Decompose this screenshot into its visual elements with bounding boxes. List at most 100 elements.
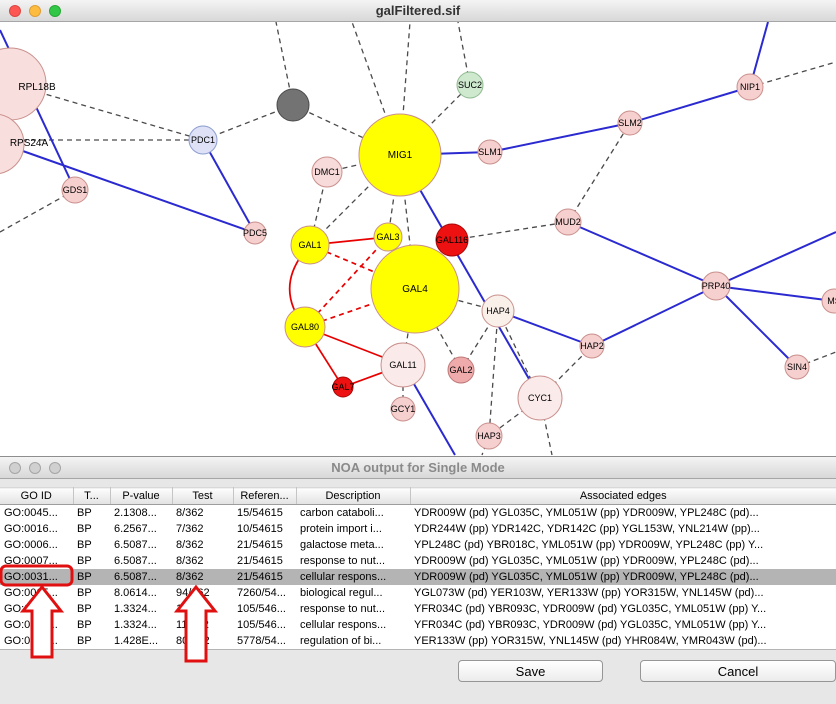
network-edge[interactable] <box>399 154 541 399</box>
node-unnamed[interactable] <box>276 88 310 122</box>
zoom-button[interactable] <box>49 461 61 474</box>
cell-description: cellular respons... <box>296 616 410 633</box>
network-edge[interactable] <box>37 91 204 141</box>
node-MS[interactable] <box>821 288 836 314</box>
column-header[interactable]: Test <box>172 487 234 505</box>
node-GAL11[interactable] <box>380 342 426 388</box>
network-edge[interactable] <box>567 221 717 287</box>
node-PDC1[interactable] <box>188 125 218 155</box>
network-edge[interactable] <box>489 122 631 153</box>
network-edge[interactable] <box>202 104 294 141</box>
node-HAP3[interactable] <box>475 422 503 450</box>
save-button[interactable]: Save <box>458 660 603 682</box>
network-edge[interactable] <box>497 310 541 399</box>
node-MUD2[interactable] <box>554 208 582 236</box>
node-label: RPS24A <box>10 138 49 149</box>
column-header[interactable]: Description <box>296 487 411 505</box>
node-CYC1[interactable] <box>517 375 563 421</box>
node-label: SUC2 <box>458 80 482 90</box>
network-edge[interactable] <box>567 122 631 223</box>
close-button[interactable] <box>9 4 21 17</box>
network-window-title: galFiltered.sif <box>375 3 461 18</box>
network-edge[interactable] <box>715 285 835 302</box>
network-edge[interactable] <box>292 104 401 156</box>
node-GCY1[interactable] <box>390 396 416 422</box>
network-edge[interactable] <box>591 285 717 347</box>
node-label: PDC5 <box>243 228 267 238</box>
cell-p_value: 8.0614... <box>110 584 172 601</box>
zoom-button[interactable] <box>49 4 61 17</box>
node-GAL1[interactable] <box>290 225 330 265</box>
column-header[interactable]: Associated edges <box>410 487 836 505</box>
network-window-titlebar[interactable]: galFiltered.sif <box>0 0 836 22</box>
node-PDC5[interactable] <box>243 221 267 245</box>
node-GAL4[interactable] <box>370 244 460 334</box>
column-header[interactable]: P-value <box>110 487 173 505</box>
node-GAL7[interactable] <box>332 376 354 398</box>
column-header[interactable]: T... <box>73 487 111 505</box>
node-GAL80[interactable] <box>284 306 326 348</box>
node-GAL116[interactable] <box>435 223 469 257</box>
network-edge[interactable] <box>351 22 401 156</box>
node-RPS24A[interactable] <box>0 114 25 174</box>
minimize-button[interactable] <box>29 461 41 474</box>
cell-type: BP <box>73 632 110 649</box>
network-edge[interactable] <box>488 310 499 437</box>
column-header[interactable]: Referen... <box>233 487 297 505</box>
node-DMC1[interactable] <box>311 156 343 188</box>
node-MIG1[interactable] <box>358 113 442 197</box>
node-SIN4[interactable] <box>784 354 810 380</box>
node-GAL3[interactable] <box>373 222 403 252</box>
node-label: HAP3 <box>477 431 501 441</box>
network-edge[interactable] <box>19 149 256 234</box>
cell-type: BP <box>73 552 110 569</box>
cell-test: 8/362 <box>172 536 233 553</box>
cell-p_value: 6.5087... <box>110 568 172 585</box>
network-edge[interactable] <box>399 84 471 156</box>
network-edge[interactable] <box>715 285 798 368</box>
cell-reference: 7260/54... <box>233 584 296 601</box>
node-SLM2[interactable] <box>617 110 643 136</box>
cancel-button[interactable]: Cancel <box>640 660 836 682</box>
cell-type: BP <box>73 520 110 537</box>
column-header[interactable]: GO ID <box>0 487 74 505</box>
node-SLM1[interactable] <box>477 139 503 165</box>
cell-associated_edges: YPL248C (pd) YBR018C, YML051W (pp) YDR00… <box>410 536 836 553</box>
node-HAP2[interactable] <box>579 333 605 359</box>
cell-test: 11/362 <box>172 616 233 633</box>
node-HAP4[interactable] <box>481 294 515 328</box>
node-PRP40[interactable] <box>701 271 731 301</box>
noa-window-titlebar[interactable]: NOA output for Single Mode <box>0 457 836 479</box>
node-GDS1[interactable] <box>61 176 89 204</box>
network-edge[interactable] <box>749 61 836 88</box>
cell-associated_edges: YGL073W (pd) YER103W, YER133W (pp) YOR31… <box>410 584 836 601</box>
network-edge[interactable] <box>202 139 256 234</box>
network-edge[interactable] <box>796 351 836 368</box>
node-SUC2[interactable] <box>456 71 484 99</box>
network-edge[interactable] <box>451 221 569 241</box>
cell-reference: 21/54615 <box>233 568 296 585</box>
network-edge[interactable] <box>414 288 462 371</box>
network-edge[interactable] <box>715 231 836 287</box>
network-edge[interactable] <box>497 310 593 347</box>
node-GAL2[interactable] <box>447 356 475 384</box>
cell-type: BP <box>73 600 110 617</box>
node-label: MIG1 <box>388 150 413 161</box>
close-button[interactable] <box>9 461 21 474</box>
node-NIP1[interactable] <box>736 73 764 101</box>
node-label: GAL3 <box>376 232 399 242</box>
network-edge[interactable] <box>629 86 751 124</box>
minimize-button[interactable] <box>29 4 41 17</box>
